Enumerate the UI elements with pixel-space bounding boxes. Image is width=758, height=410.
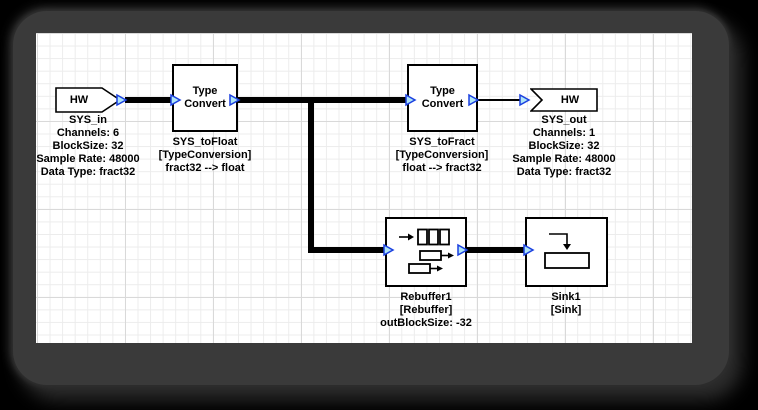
wire-branch-vertical[interactable] xyxy=(308,97,314,253)
hw-output-arrow-icon xyxy=(530,88,598,112)
caption-line: Data Type: fract32 xyxy=(40,166,136,178)
caption-sys-in: SYS_in Channels: 6 BlockSize: 32 Sample … xyxy=(23,114,153,179)
caption-line: [Sink] xyxy=(550,304,582,316)
caption-line: Data Type: fract32 xyxy=(516,166,612,178)
caption-line: SYS_in xyxy=(69,114,107,126)
caption-line: Sample Rate: 48000 xyxy=(512,153,616,165)
diagram-canvas[interactable]: HW SYS_in Channels: 6 BlockSize: 32 Samp… xyxy=(36,33,692,343)
caption-sys-out: SYS_out Channels: 1 BlockSize: 32 Sample… xyxy=(499,114,629,179)
caption-line: BlockSize: 32 xyxy=(52,140,124,152)
rebuffer-icon xyxy=(399,228,454,274)
caption-line: Rebuffer1 xyxy=(400,291,452,303)
input-port-icon[interactable] xyxy=(405,93,417,107)
block-sink1[interactable] xyxy=(525,217,608,287)
block-sys-in[interactable]: HW xyxy=(55,87,121,113)
output-port-icon[interactable] xyxy=(116,93,128,107)
caption-line: BlockSize: 32 xyxy=(528,140,600,152)
caption-sys-tofract: SYS_toFract [TypeConversion] float --> f… xyxy=(377,136,507,175)
caption-line: [Rebuffer] xyxy=(399,304,453,316)
wire-rebuffer-to-sink[interactable] xyxy=(467,247,525,253)
wire-sysin-to-tofloat[interactable] xyxy=(125,97,173,103)
input-port-icon[interactable] xyxy=(170,93,182,107)
caption-line: Channels: 6 xyxy=(56,127,120,139)
block-label-line: Type xyxy=(192,85,218,97)
block-label-line: Convert xyxy=(421,98,464,110)
caption-line: [TypeConversion] xyxy=(158,149,252,161)
block-label: HW xyxy=(69,93,89,106)
caption-line: SYS_toFloat xyxy=(172,136,238,148)
input-port-icon[interactable] xyxy=(519,93,531,107)
hw-input-arrow-icon xyxy=(55,87,121,113)
input-port-icon[interactable] xyxy=(523,243,535,257)
output-port-icon[interactable] xyxy=(468,93,480,107)
caption-sink1: Sink1 [Sink] xyxy=(501,291,631,317)
sink-icon xyxy=(544,233,590,269)
caption-line: Channels: 1 xyxy=(532,127,596,139)
wire-tofract-to-sysout[interactable] xyxy=(478,99,524,101)
caption-line: float --> fract32 xyxy=(402,162,482,174)
block-rebuffer1[interactable] xyxy=(385,217,467,287)
caption-line: outBlockSize: -32 xyxy=(380,317,472,329)
caption-line: fract32 --> float xyxy=(165,162,245,174)
output-port-icon[interactable] xyxy=(457,243,469,257)
input-port-icon[interactable] xyxy=(383,243,395,257)
caption-rebuffer1: Rebuffer1 [Rebuffer] outBlockSize: -32 xyxy=(361,291,491,330)
wire-tofloat-to-tofract[interactable] xyxy=(238,97,408,103)
caption-line: SYS_toFract xyxy=(409,136,475,148)
caption-line: Sample Rate: 48000 xyxy=(36,153,140,165)
caption-sys-tofloat: SYS_toFloat [TypeConversion] fract32 -->… xyxy=(140,136,270,175)
block-label: HW xyxy=(560,93,580,106)
block-sys-out[interactable]: HW xyxy=(530,88,598,112)
caption-line: SYS_out xyxy=(541,114,587,126)
caption-line: [TypeConversion] xyxy=(395,149,489,161)
block-label-line: Convert xyxy=(184,98,226,110)
caption-line: Sink1 xyxy=(551,291,581,303)
wire-branch-to-rebuffer[interactable] xyxy=(308,247,385,253)
output-port-icon[interactable] xyxy=(229,93,241,107)
block-label-line: Type xyxy=(430,85,455,97)
